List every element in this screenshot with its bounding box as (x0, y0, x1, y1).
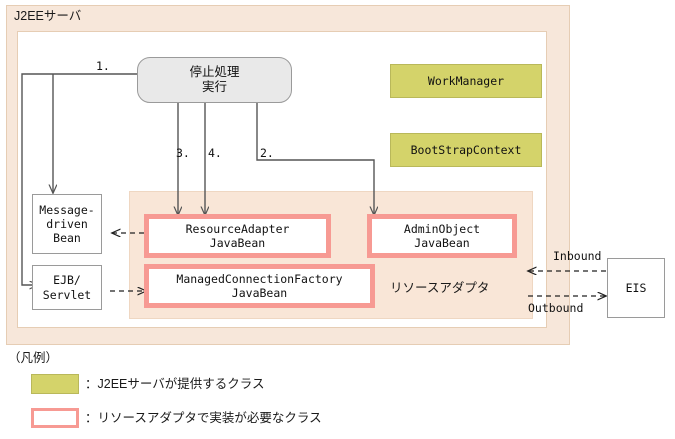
mdb-line1: Message- (39, 202, 95, 217)
legend-label-server-class: ：J2EEサーバが提供するクラス (85, 377, 265, 391)
stop-process-line2: 実行 (201, 80, 227, 94)
resource-adapter-label: リソースアダプタ (390, 281, 490, 295)
ejb-servlet-box[interactable]: EJB/ Servlet (32, 265, 102, 310)
legend-title: （凡例） (8, 351, 59, 365)
eis-label: EIS (625, 280, 647, 295)
j2ee-server-title: J2EEサーバ (14, 9, 82, 23)
legend-swatch-adapter-class (31, 408, 79, 428)
message-driven-bean-box[interactable]: Message- driven Bean (32, 194, 102, 254)
step-label-1: 1. (96, 59, 110, 73)
mdb-line2: driven (46, 216, 88, 231)
legend-label-adapter-class: ：リソースアダプタで実装が必要なクラス (85, 411, 322, 425)
admin-object-javabean-line1: AdminObject (403, 221, 481, 236)
resource-adapter-javabean-line2: JavaBean (209, 236, 266, 250)
eis-box[interactable]: EIS (607, 258, 665, 318)
bootstrap-context-label: BootStrapContext (410, 142, 522, 157)
bootstrap-context-box[interactable]: BootStrapContext (390, 133, 542, 167)
ejb-servlet-line1: EJB/ (53, 273, 81, 288)
step-label-4: 4. (208, 146, 222, 160)
step-label-2: 2. (260, 146, 274, 160)
step-label-3: 3. (176, 146, 190, 160)
mcf-javabean-line1: ManagedConnectionFactory (176, 271, 343, 286)
resource-adapter-javabean-line1: ResourceAdapter (185, 221, 290, 236)
resource-adapter-javabean-box[interactable]: ResourceAdapter JavaBean (144, 214, 331, 258)
managed-connection-factory-javabean-box[interactable]: ManagedConnectionFactory JavaBean (144, 264, 375, 308)
inbound-label: Inbound (553, 249, 602, 263)
stop-process-box[interactable]: 停止処理 実行 (137, 57, 292, 103)
mcf-javabean-line2: JavaBean (231, 286, 288, 300)
work-manager-box[interactable]: WorkManager (390, 64, 542, 98)
admin-object-javabean-box[interactable]: AdminObject JavaBean (367, 214, 517, 258)
mdb-line3: Bean (53, 231, 81, 245)
work-manager-label: WorkManager (427, 73, 505, 88)
ejb-servlet-line2: Servlet (42, 287, 92, 302)
outbound-label: Outbound (528, 301, 584, 315)
legend-swatch-server-class (31, 374, 79, 394)
stop-process-line1: 停止処理 (189, 64, 240, 79)
admin-object-javabean-line2: JavaBean (414, 236, 470, 250)
